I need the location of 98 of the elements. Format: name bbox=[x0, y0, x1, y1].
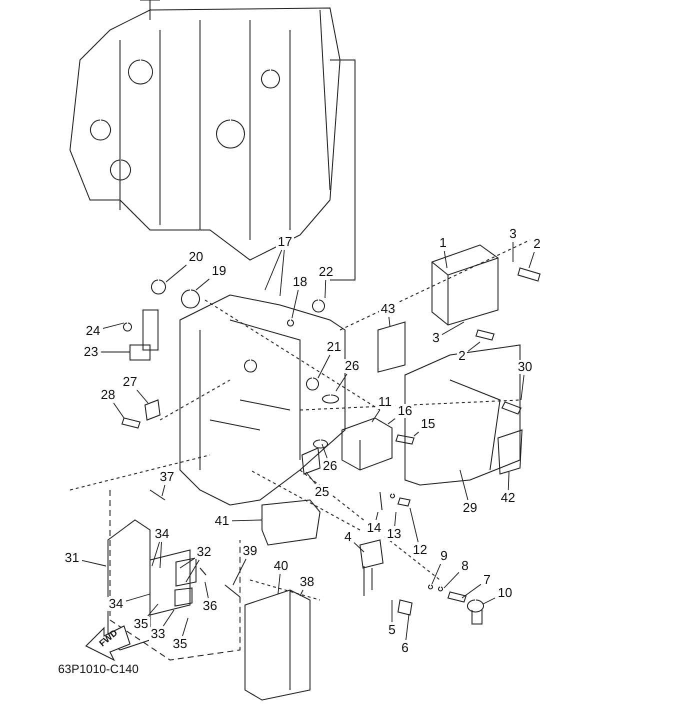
leader-line bbox=[442, 322, 464, 336]
callout-number: 32 bbox=[195, 545, 213, 559]
callout-number: 36 bbox=[201, 599, 219, 613]
callout-number: 24 bbox=[84, 324, 102, 338]
callout-number: 35 bbox=[132, 617, 150, 631]
callout-number: 19 bbox=[210, 264, 228, 278]
leader-line bbox=[372, 410, 380, 422]
callout-number: 29 bbox=[461, 501, 479, 515]
callout-number: 34 bbox=[107, 597, 125, 611]
leader-line bbox=[232, 520, 262, 522]
leader-line bbox=[460, 470, 468, 500]
leader-line bbox=[264, 250, 282, 290]
callout-number: 38 bbox=[298, 575, 316, 589]
leader-line bbox=[278, 574, 281, 594]
leader-line bbox=[166, 264, 187, 282]
callout-number: 37 bbox=[158, 470, 176, 484]
callout-number: 12 bbox=[411, 543, 429, 557]
leader-line bbox=[414, 432, 420, 436]
callout-number: 33 bbox=[149, 627, 167, 641]
leader-line bbox=[388, 316, 390, 328]
callout-number: 6 bbox=[400, 641, 410, 655]
leader-line bbox=[322, 444, 328, 458]
callout-number: 25 bbox=[313, 485, 331, 499]
callout-number: 31 bbox=[63, 551, 81, 565]
leader-line bbox=[394, 512, 396, 526]
callout-number: 27 bbox=[121, 375, 139, 389]
callout-number: 5 bbox=[387, 623, 397, 637]
leader-line bbox=[136, 390, 148, 404]
leader-line bbox=[444, 572, 460, 588]
callout-number: 14 bbox=[365, 521, 383, 535]
leader-line bbox=[306, 472, 316, 484]
leader-line bbox=[324, 280, 326, 298]
leader-line bbox=[204, 582, 209, 598]
leader-line bbox=[300, 590, 304, 596]
callout-number: 13 bbox=[385, 527, 403, 541]
callout-number: 9 bbox=[439, 549, 449, 563]
leader-line bbox=[292, 290, 299, 318]
leader-line bbox=[180, 558, 194, 568]
callout-number: 15 bbox=[419, 417, 437, 431]
callout-number: 3 bbox=[431, 331, 441, 345]
callout-number: 8 bbox=[460, 559, 470, 573]
leader-line bbox=[232, 558, 246, 586]
leader-line bbox=[196, 278, 210, 290]
leader-line bbox=[336, 374, 348, 392]
leader-line bbox=[462, 584, 482, 598]
callout-number: 28 bbox=[99, 388, 117, 402]
leader-line bbox=[162, 484, 166, 496]
callout-number: 40 bbox=[272, 559, 290, 573]
leader-line bbox=[405, 614, 410, 640]
leader-line bbox=[520, 374, 524, 400]
leader-line bbox=[280, 250, 285, 296]
callout-number: 7 bbox=[482, 573, 492, 587]
leader-line bbox=[376, 512, 378, 520]
leader-line bbox=[160, 542, 162, 568]
leader-line bbox=[147, 604, 158, 616]
callout-number: 21 bbox=[325, 340, 343, 354]
leader-line bbox=[186, 560, 200, 582]
leader-line bbox=[126, 594, 150, 602]
callout-number: 23 bbox=[82, 345, 100, 359]
callout-number: 11 bbox=[376, 395, 394, 409]
leader-line bbox=[468, 342, 480, 352]
leader-line bbox=[152, 542, 160, 566]
callout-number: 20 bbox=[187, 250, 205, 264]
leader-line bbox=[444, 250, 448, 268]
callout-number: 30 bbox=[516, 360, 534, 374]
callout-number: 26 bbox=[321, 459, 339, 473]
leader-line bbox=[512, 242, 514, 262]
leader-line bbox=[162, 610, 174, 626]
callout-number: 26 bbox=[343, 359, 361, 373]
leader-line bbox=[410, 508, 419, 542]
leader-line bbox=[182, 618, 188, 636]
leader-line bbox=[482, 598, 496, 604]
callout-number: 3 bbox=[508, 227, 518, 241]
callout-number: 4 bbox=[343, 530, 353, 544]
callout-number: 16 bbox=[396, 404, 414, 418]
leader-line bbox=[508, 472, 510, 490]
callout-number: 42 bbox=[499, 491, 517, 505]
leader-line bbox=[528, 252, 535, 268]
leader-line bbox=[432, 564, 442, 584]
leader-line bbox=[354, 542, 364, 552]
leader-line bbox=[388, 418, 396, 424]
callout-number: 35 bbox=[171, 637, 189, 651]
callout-number: 17 bbox=[276, 235, 294, 249]
callout-number: 2 bbox=[457, 349, 467, 363]
leader-line bbox=[318, 354, 330, 378]
callout-number: 18 bbox=[291, 275, 309, 289]
leader-line bbox=[82, 560, 106, 566]
leader-line bbox=[102, 322, 124, 329]
callout-number: 2 bbox=[532, 237, 542, 251]
callout-number: 1 bbox=[438, 236, 448, 250]
callout-number: 10 bbox=[496, 586, 514, 600]
leader-line bbox=[113, 402, 124, 418]
callout-number: 34 bbox=[153, 527, 171, 541]
callout-number: 41 bbox=[213, 514, 231, 528]
callout-number: 43 bbox=[379, 302, 397, 316]
callout-number: 39 bbox=[241, 544, 259, 558]
part-code: 63P1010-C140 bbox=[58, 662, 139, 676]
callout-number: 22 bbox=[317, 265, 335, 279]
